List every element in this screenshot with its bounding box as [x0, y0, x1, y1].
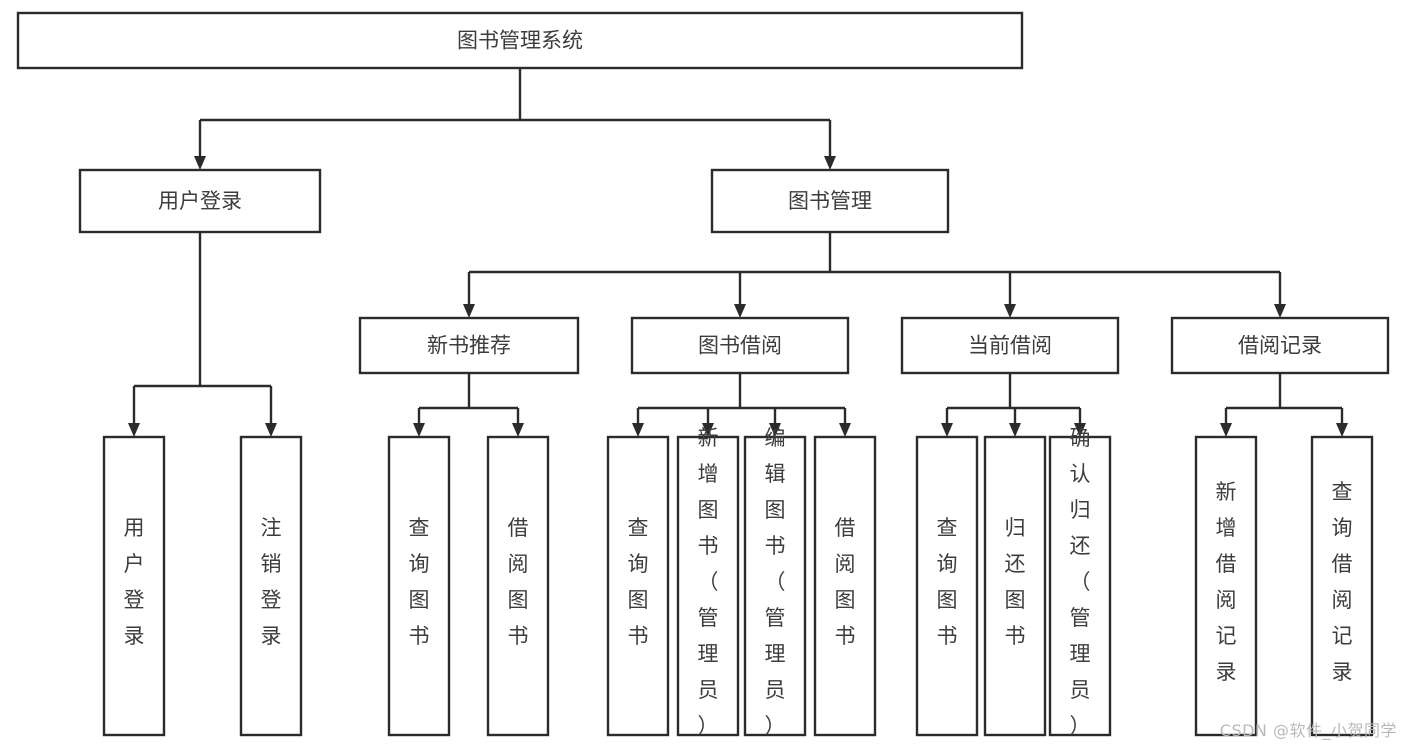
node-label-new-book-recommend: 新书推荐 [427, 334, 511, 358]
borrow-record-to-leaves-branch-1-arrowhead [1336, 423, 1348, 437]
borrow-record-to-leaves-branch-0-arrowhead [1220, 423, 1232, 437]
node-leaf-query-record[interactable]: 查询借阅记录 [1310, 435, 1374, 737]
connector-layer [128, 68, 1348, 437]
node-box-new-book-recommend [358, 316, 580, 375]
node-box-leaf-borrow-book-2 [813, 435, 877, 737]
node-user-login[interactable]: 用户登录 [78, 168, 322, 234]
node-label-book-borrow: 图书借阅 [698, 334, 782, 358]
node-book-manage[interactable]: 图书管理 [710, 168, 950, 234]
node-label-leaf-user-logout: 注销登录 [261, 516, 282, 648]
book-manage-to-level3-branch-1-arrowhead [734, 304, 746, 318]
node-box-book-borrow [630, 316, 850, 375]
node-current-borrow[interactable]: 当前借阅 [900, 316, 1120, 375]
book-manage-to-level3-branch-2-arrowhead [1004, 304, 1016, 318]
node-box-leaf-add-book [676, 435, 740, 737]
node-box-root [16, 11, 1024, 70]
node-leaf-add-record[interactable]: 新增借阅记录 [1194, 435, 1258, 737]
new-book-recommend-to-leaves-branch-1-arrowhead [512, 423, 524, 437]
current-borrow-to-leaves-branch-1-arrowhead [1009, 423, 1021, 437]
node-label-leaf-query-book-1: 查询图书 [409, 516, 430, 648]
book-borrow-to-leaves-branch-3-arrowhead [839, 423, 851, 437]
book-manage-to-level3-branch-0-arrowhead [463, 304, 475, 318]
node-borrow-record[interactable]: 借阅记录 [1170, 316, 1390, 375]
node-leaf-query-book-2[interactable]: 查询图书 [606, 435, 670, 737]
node-label-leaf-borrow-book-2: 借阅图书 [835, 516, 856, 648]
node-leaf-user-login[interactable]: 用户登录 [102, 435, 166, 737]
book-manage-to-level3-branch-3-arrowhead [1274, 304, 1286, 318]
node-label-leaf-add-book: 新增图书（管理员） [698, 426, 719, 738]
node-label-leaf-query-book-2: 查询图书 [628, 516, 649, 648]
node-leaf-query-book-1[interactable]: 查询图书 [387, 435, 451, 737]
user-login-to-leaves-branch-1-arrowhead [265, 423, 277, 437]
node-label-current-borrow: 当前借阅 [968, 334, 1052, 358]
node-box-leaf-borrow-book-1 [486, 435, 550, 737]
node-new-book-recommend[interactable]: 新书推荐 [358, 316, 580, 375]
node-leaf-borrow-book-1[interactable]: 借阅图书 [486, 435, 550, 737]
node-label-leaf-query-record: 查询借阅记录 [1332, 480, 1353, 684]
node-box-leaf-add-record [1194, 435, 1258, 737]
node-leaf-edit-book[interactable]: 编辑图书（管理员） [743, 426, 807, 738]
node-box-book-manage [710, 168, 950, 234]
node-label-root: 图书管理系统 [457, 29, 583, 53]
node-box-leaf-query-book-3 [915, 435, 979, 737]
node-box-leaf-edit-book [743, 435, 807, 737]
node-label-leaf-query-book-3: 查询图书 [937, 516, 958, 648]
node-box-borrow-record [1170, 316, 1390, 375]
node-box-leaf-user-login [102, 435, 166, 737]
node-root[interactable]: 图书管理系统 [16, 11, 1024, 70]
node-leaf-return-book[interactable]: 归还图书 [983, 435, 1047, 737]
node-label-leaf-user-login: 用户登录 [124, 516, 145, 648]
node-box-leaf-query-book-2 [606, 435, 670, 737]
node-box-leaf-return-book [983, 435, 1047, 737]
current-borrow-to-leaves-branch-0-arrowhead [941, 423, 953, 437]
node-leaf-borrow-book-2[interactable]: 借阅图书 [813, 435, 877, 737]
node-label-book-manage: 图书管理 [788, 189, 872, 213]
node-box-user-login [78, 168, 322, 234]
node-leaf-add-book[interactable]: 新增图书（管理员） [676, 426, 740, 738]
node-label-leaf-borrow-book-1: 借阅图书 [508, 516, 529, 648]
node-label-leaf-add-record: 新增借阅记录 [1216, 480, 1237, 684]
node-layer: 图书管理系统用户登录图书管理新书推荐图书借阅当前借阅借阅记录用户登录注销登录查询… [16, 11, 1390, 738]
node-label-user-login: 用户登录 [158, 189, 242, 213]
node-label-leaf-edit-book: 编辑图书（管理员） [765, 426, 786, 738]
new-book-recommend-to-leaves-branch-0-arrowhead [413, 423, 425, 437]
node-leaf-user-logout[interactable]: 注销登录 [239, 435, 303, 737]
root-to-level2-branch-1-arrowhead [824, 156, 836, 170]
node-box-leaf-user-logout [239, 435, 303, 737]
node-label-leaf-confirm-return: 确认归还（管理员） [1070, 426, 1091, 738]
book-borrow-to-leaves-branch-0-arrowhead [632, 423, 644, 437]
user-login-to-leaves-branch-0-arrowhead [128, 423, 140, 437]
node-box-leaf-confirm-return [1048, 435, 1112, 737]
node-box-leaf-query-record [1310, 435, 1374, 737]
node-book-borrow[interactable]: 图书借阅 [630, 316, 850, 375]
root-to-level2-branch-0-arrowhead [194, 156, 206, 170]
book-borrow-to-leaves-branch-2-arrowhead [769, 423, 781, 437]
node-label-leaf-return-book: 归还图书 [1005, 516, 1026, 648]
node-leaf-query-book-3[interactable]: 查询图书 [915, 435, 979, 737]
current-borrow-to-leaves-branch-2-arrowhead [1074, 423, 1086, 437]
node-box-current-borrow [900, 316, 1120, 375]
book-borrow-to-leaves-branch-1-arrowhead [702, 423, 714, 437]
node-label-borrow-record: 借阅记录 [1238, 334, 1322, 358]
node-leaf-confirm-return[interactable]: 确认归还（管理员） [1048, 426, 1112, 738]
node-box-leaf-query-book-1 [387, 435, 451, 737]
